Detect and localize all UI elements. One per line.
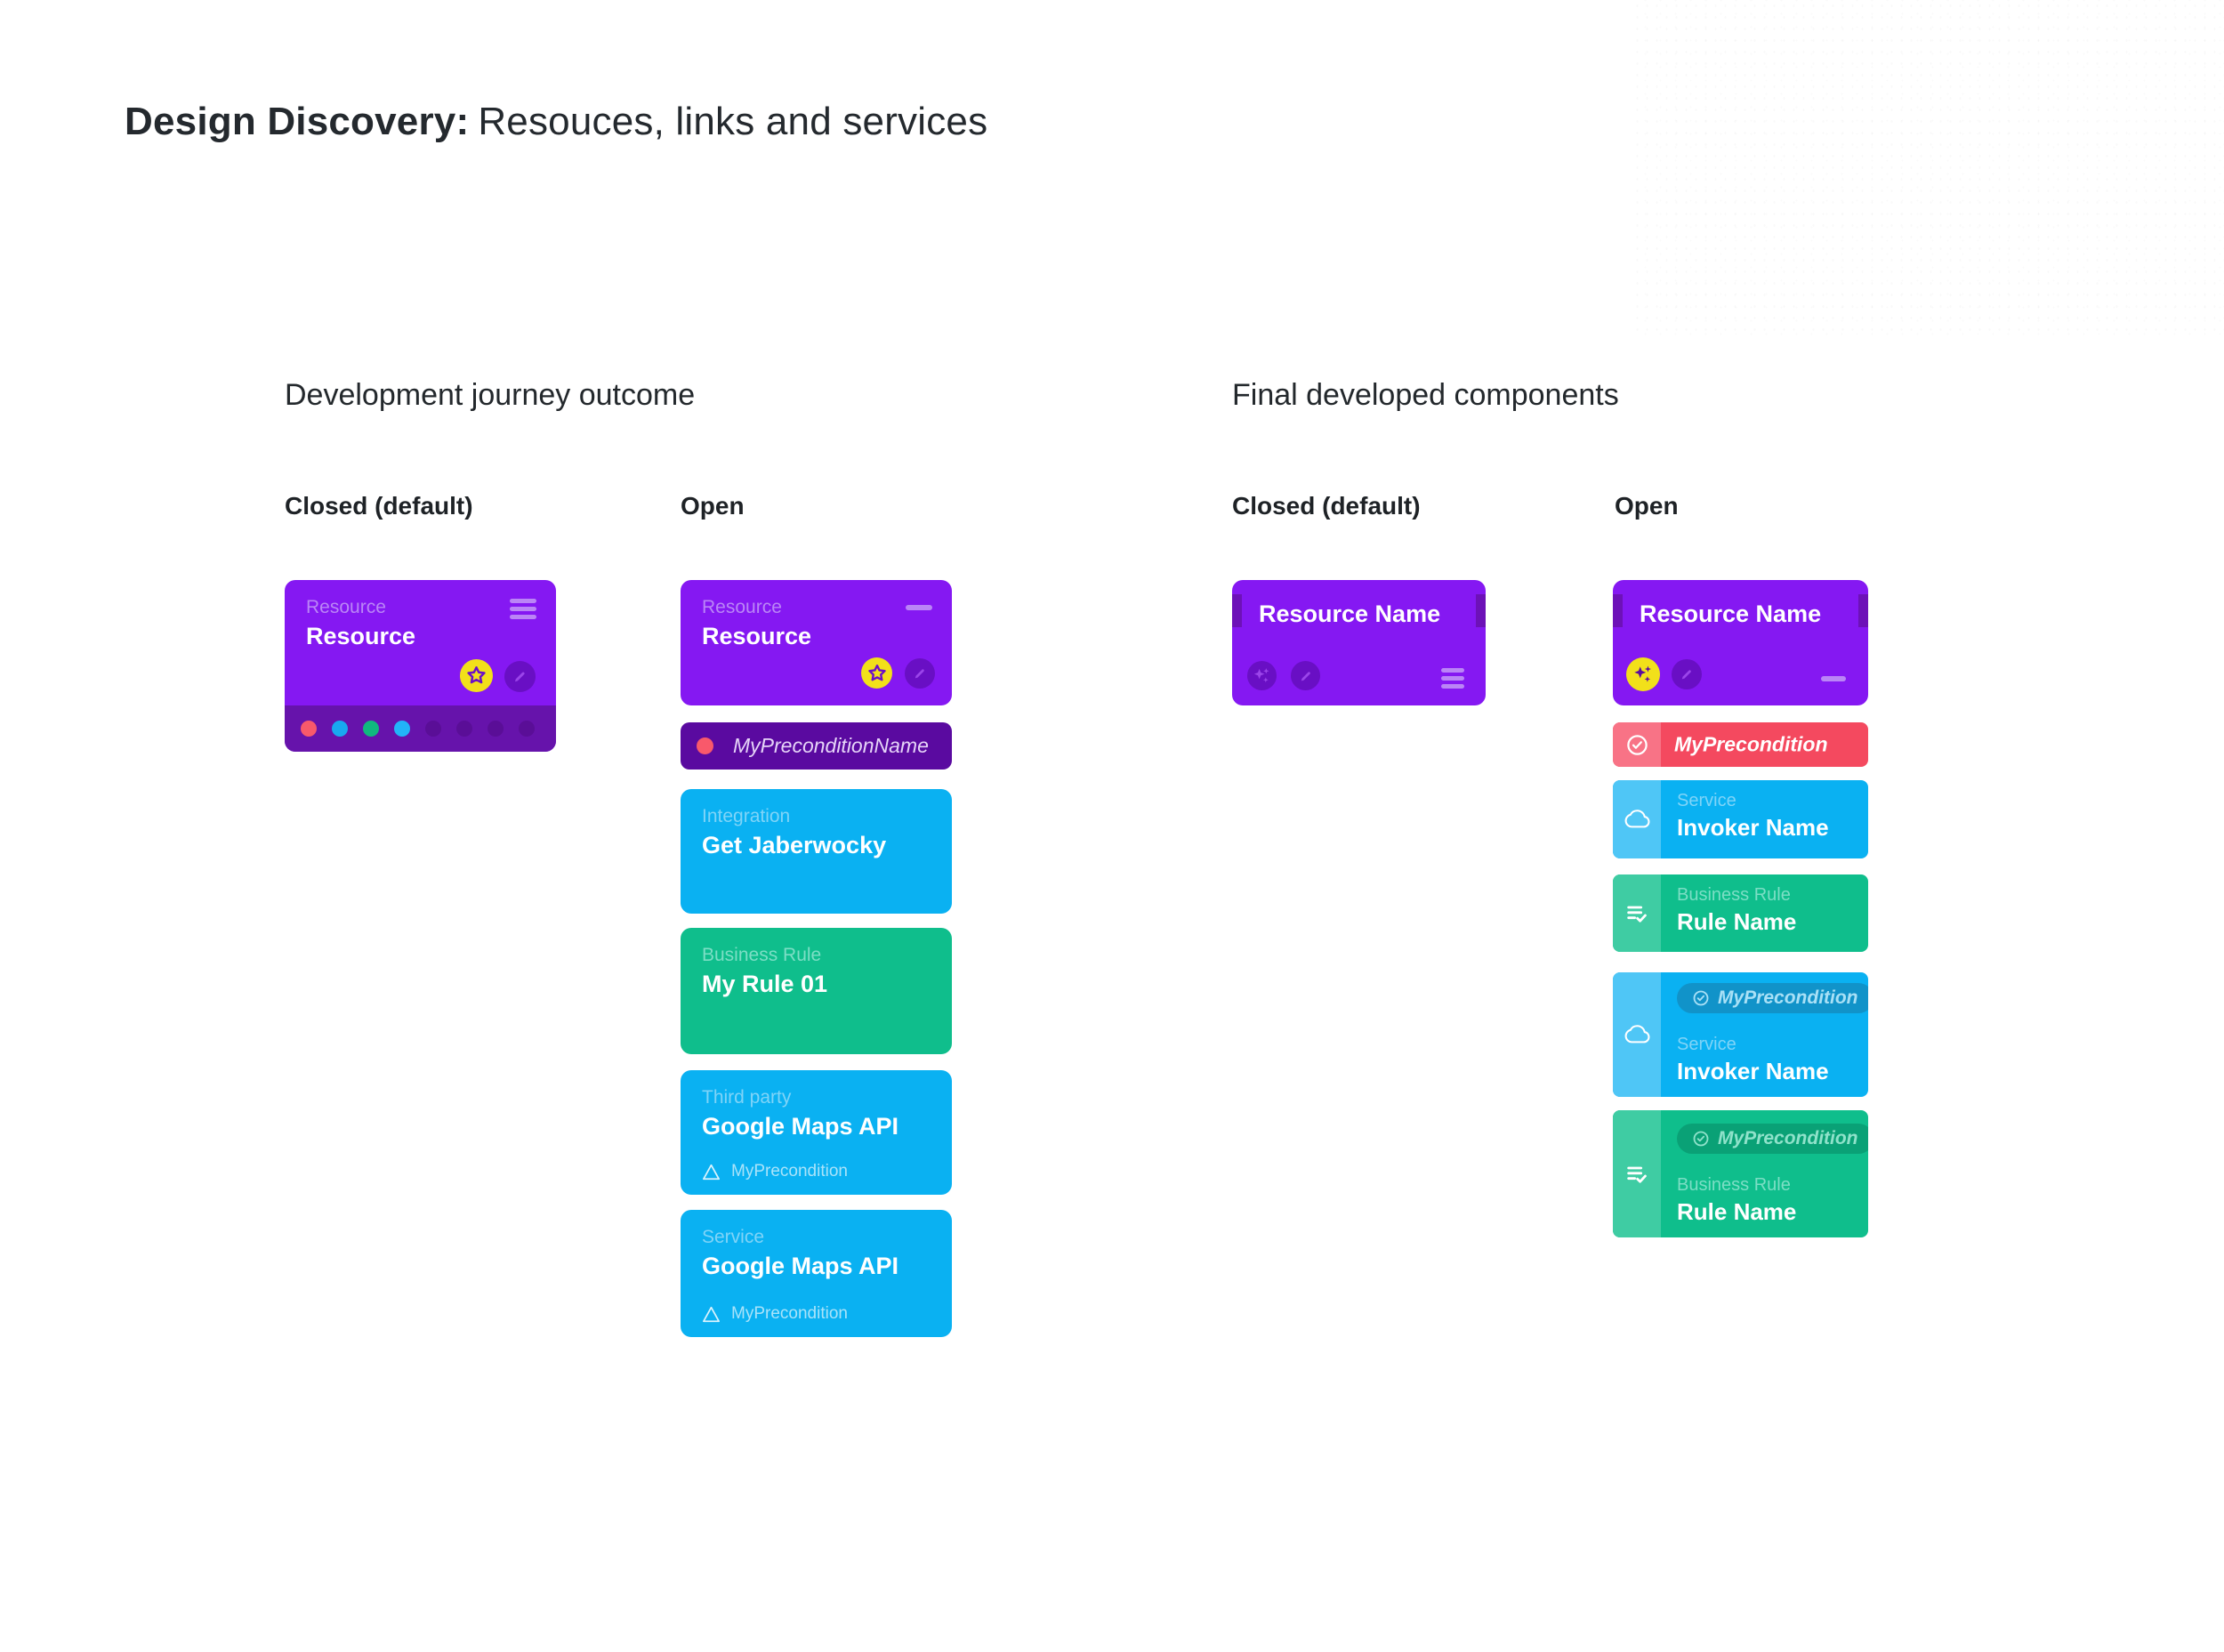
chip-strip (1613, 780, 1661, 858)
menu-icon[interactable] (1441, 668, 1464, 689)
card-type-label: Resource (306, 597, 386, 617)
link-notch (1232, 594, 1242, 627)
cloud-icon (1624, 810, 1649, 828)
resource-name-card-closed[interactable]: Resource Name (1232, 580, 1486, 705)
warning-triangle-icon (703, 1164, 720, 1180)
card-name: Resource (702, 623, 812, 650)
service-card[interactable]: Service Google Maps API MyPrecondition (681, 1210, 952, 1337)
card-name: Google Maps API (702, 1113, 899, 1140)
resource-name-card-open[interactable]: Resource Name (1613, 580, 1868, 705)
section-heading-development: Development journey outcome (285, 378, 696, 412)
service-invoker-chip-with-precondition[interactable]: MyPrecondition Service Invoker Name (1613, 972, 1868, 1097)
card-name: Google Maps API (702, 1253, 899, 1280)
precondition-row: MyPrecondition (702, 1304, 848, 1324)
card-name: Get Jaberwocky (702, 832, 887, 859)
minus-icon[interactable] (906, 605, 932, 610)
chip-strip (1613, 1110, 1661, 1237)
precondition-badge[interactable]: MyPrecondition (1677, 983, 1868, 1013)
subheading-final-open: Open (1615, 492, 1679, 520)
card-type-label: Service (702, 1227, 765, 1247)
edit-icon[interactable] (1291, 661, 1320, 690)
link-dot (519, 721, 535, 737)
chip-strip (1613, 972, 1661, 1097)
business-rule-chip-with-precondition[interactable]: MyPrecondition Business Rule Rule Name (1613, 1110, 1868, 1237)
link-dot (456, 721, 472, 737)
sparkles-icon[interactable] (1247, 661, 1277, 690)
section-heading-final: Final developed components (1232, 378, 1619, 412)
link-notch (1613, 594, 1623, 627)
rule-check-icon (1627, 906, 1647, 923)
link-notch (1476, 594, 1486, 627)
card-name: Rule Name (1677, 1198, 1797, 1225)
precondition-name: MyPrecondition (1674, 732, 1828, 756)
page-title-bold: Design Discovery: (125, 100, 470, 143)
subheading-final-closed: Closed (default) (1232, 492, 1421, 520)
card-type-label: Resource (702, 597, 782, 617)
link-dot (301, 721, 317, 737)
third-party-card[interactable]: Third party Google Maps API MyPreconditi… (681, 1070, 952, 1195)
card-type-label: Business Rule (1677, 885, 1791, 905)
link-notch (1858, 594, 1868, 627)
resource-card-closed[interactable]: Resource Resource (285, 580, 556, 752)
link-dot (488, 721, 504, 737)
card-type-label: Third party (702, 1087, 792, 1108)
star-icon[interactable] (861, 657, 892, 689)
page-title: Design Discovery:Resouces, links and ser… (125, 100, 987, 144)
service-invoker-chip[interactable]: Service Invoker Name (1613, 780, 1868, 858)
link-dots-bar (285, 705, 556, 752)
precondition-bar[interactable]: MyPreconditionName (681, 722, 952, 770)
status-dot (697, 737, 713, 754)
link-dot (394, 721, 410, 737)
chip-strip (1613, 722, 1661, 767)
subheading-dev-closed: Closed (default) (285, 492, 473, 520)
subheading-dev-open: Open (681, 492, 745, 520)
card-name: Resource Name (1259, 600, 1441, 627)
precondition-label: MyPrecondition (731, 1304, 848, 1323)
card-name: Invoker Name (1677, 814, 1829, 841)
card-name: Resource Name (1640, 600, 1822, 627)
business-rule-card[interactable]: Business Rule My Rule 01 (681, 928, 952, 1054)
card-type-label: Business Rule (1677, 1175, 1791, 1195)
card-name: Resource (306, 623, 416, 650)
background-texture (1632, 0, 2224, 338)
link-dot (363, 721, 379, 737)
integration-card[interactable]: Integration Get Jaberwocky (681, 789, 952, 914)
warning-triangle-icon (703, 1306, 720, 1322)
edit-icon[interactable] (504, 661, 536, 692)
chip-strip (1613, 874, 1661, 952)
card-name: Rule Name (1677, 908, 1797, 935)
card-type-label: Service (1677, 1035, 1736, 1054)
sparkles-icon[interactable] (1626, 657, 1660, 691)
card-type-label: Business Rule (702, 945, 822, 965)
precondition-chip[interactable]: MyPrecondition (1613, 722, 1868, 767)
precondition-row: MyPrecondition (702, 1162, 848, 1181)
resource-card-open[interactable]: Resource Resource (681, 580, 952, 705)
edit-icon[interactable] (1672, 659, 1702, 689)
cloud-icon (1624, 1025, 1649, 1044)
precondition-name: MyPreconditionName (733, 734, 929, 757)
check-circle-icon (1626, 734, 1648, 755)
card-type-label: Service (1677, 791, 1736, 810)
star-icon[interactable] (460, 659, 493, 692)
link-dot (425, 721, 441, 737)
badge-label: MyPrecondition (1718, 1128, 1858, 1148)
menu-icon[interactable] (510, 599, 536, 619)
rule-check-icon (1627, 1166, 1647, 1183)
check-circle-icon (1693, 990, 1709, 1006)
badge-label: MyPrecondition (1718, 987, 1858, 1008)
edit-icon[interactable] (905, 658, 935, 689)
page-title-regular: Resouces, links and services (478, 100, 988, 143)
card-type-label: Integration (702, 806, 791, 826)
precondition-badge[interactable]: MyPrecondition (1677, 1124, 1868, 1154)
business-rule-chip[interactable]: Business Rule Rule Name (1613, 874, 1868, 952)
check-circle-icon (1693, 1131, 1709, 1147)
precondition-label: MyPrecondition (731, 1162, 848, 1181)
card-name: Invoker Name (1677, 1058, 1829, 1084)
card-name: My Rule 01 (702, 971, 828, 998)
link-dot (332, 721, 348, 737)
minus-icon[interactable] (1821, 676, 1846, 681)
